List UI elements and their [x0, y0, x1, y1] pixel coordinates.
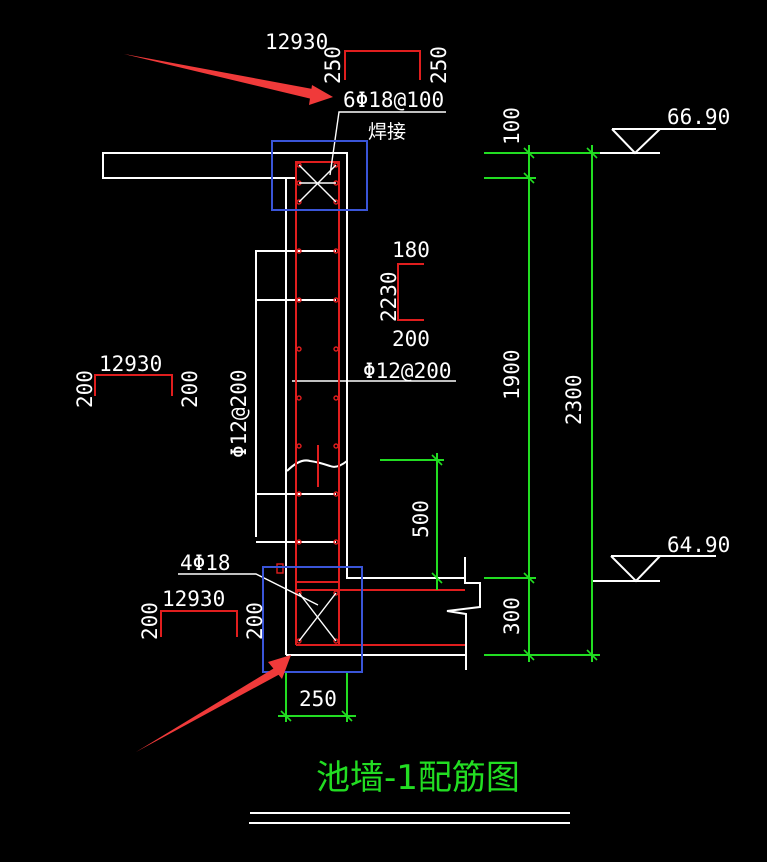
top-bar-right-hook: 250 [427, 46, 451, 84]
dim-wall-width: 250 [299, 687, 337, 711]
mid-bar-right-hook: 200 [178, 370, 202, 408]
rebar-dot [333, 491, 339, 497]
rebar-dot [296, 248, 302, 254]
vertical-bar-label: Φ12@200 [227, 369, 251, 458]
dim-embed: 500 [409, 500, 433, 538]
mid-bar-left-hook: 200 [73, 370, 97, 408]
vertical-bar-shape [397, 263, 424, 321]
bottom-bar-right-hook: 200 [243, 602, 267, 640]
mid-bar-length: 12930 [99, 352, 162, 376]
dim-beam-depth: 300 [500, 597, 524, 635]
rebar-dot [333, 199, 339, 205]
vertical-bar-bottom-hook: 200 [392, 327, 430, 351]
rebar-dot [296, 443, 302, 449]
rebar-dot [296, 346, 302, 352]
rebar-dot [333, 346, 339, 352]
rebar-dot [296, 199, 302, 205]
dim-wall-height: 1900 [500, 349, 524, 400]
dim-total-height: 2300 [562, 374, 586, 425]
rebar-dot [296, 539, 302, 545]
mid-bar-shape [94, 374, 173, 396]
rebar-dot [333, 443, 339, 449]
vertical-bar-length: 2230 [377, 271, 401, 322]
wall-cage [295, 161, 340, 583]
rebar-dot [296, 638, 302, 644]
concrete-outline [102, 152, 481, 670]
elevation-top-value: 66.90 [667, 105, 730, 129]
wall-rebar [276, 161, 465, 646]
elevation-bottom-value: 64.90 [667, 533, 730, 557]
vertical-bar-top-hook: 180 [392, 238, 430, 262]
top-bar-spec: 6Φ18@100 [343, 88, 444, 112]
rebar-dot [333, 248, 339, 254]
horizontal-bar-label: Φ12@200 [363, 359, 452, 383]
top-corner-highlight [271, 140, 368, 211]
rebar-dot [296, 491, 302, 497]
bottom-bar-spec: 4Φ18 [180, 551, 231, 575]
elevation-marker-top [600, 128, 716, 155]
annotation-arrow-bottom [136, 655, 291, 752]
rebar-dot [333, 162, 339, 168]
rebar-dot [296, 395, 302, 401]
bottom-bar-length: 12930 [162, 587, 225, 611]
rebar-dot [296, 162, 302, 168]
top-bar-left-hook: 250 [321, 46, 345, 84]
rebar-dots [296, 162, 339, 644]
top-bar-length: 12930 [265, 30, 328, 54]
rebar-dot [333, 395, 339, 401]
elevation-marker-bottom [593, 555, 716, 583]
rebar-dot [333, 297, 339, 303]
leader-lines [178, 111, 446, 606]
weld-note: 焊接 [368, 121, 406, 143]
bottom-bar-left-hook: 200 [138, 602, 162, 640]
annotation-arrow-top [124, 54, 333, 105]
rebar-dot [296, 297, 302, 303]
dimension-lines [278, 145, 600, 722]
drawing-title: 池墙-1配筋图 [316, 758, 520, 798]
dim-top-cover: 100 [500, 107, 524, 145]
rebar-dot [333, 590, 339, 596]
bottom-bar-shape [160, 610, 238, 637]
rebar-dot [333, 638, 339, 644]
bottom-corner-highlight [262, 566, 363, 673]
corner-x-marks [298, 164, 337, 642]
rebar-dot [333, 539, 339, 545]
top-bar-shape [344, 50, 421, 80]
